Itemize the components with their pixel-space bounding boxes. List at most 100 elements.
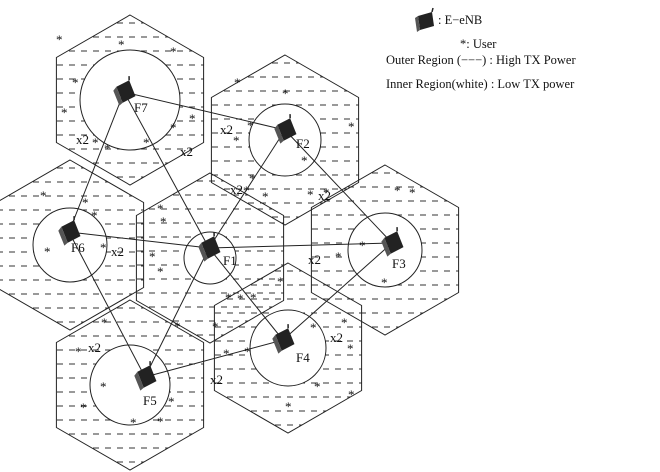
user-symbol: * [233, 133, 240, 148]
user-symbol: * [250, 290, 257, 305]
user-symbol: * [80, 400, 87, 415]
user-symbol: * [323, 185, 330, 200]
user-symbol: * [130, 415, 137, 430]
x2-link-f7-f1 [123, 91, 210, 249]
user-symbol: * [212, 319, 219, 334]
user-symbol: * [160, 214, 167, 229]
user-symbol: * [174, 319, 181, 334]
user-symbol: * [157, 264, 164, 279]
enb-icon [58, 216, 81, 246]
hexagon-f3 [310, 164, 460, 336]
user-symbol: * [170, 44, 177, 59]
user-symbol: * [157, 414, 164, 429]
x2-label: x2 [220, 122, 233, 137]
user-symbol: * [394, 183, 401, 198]
legend-user-label: *: User [460, 37, 497, 51]
user-symbol: * [101, 315, 108, 330]
user-symbol: * [262, 189, 269, 204]
x2-label: x2 [318, 188, 331, 203]
legend-enb-label: : E−eNB [438, 13, 482, 27]
user-symbol: * [40, 188, 47, 203]
x2-link-f6-f1 [68, 231, 210, 249]
user-symbol: * [61, 105, 68, 120]
user-symbol: * [249, 171, 256, 186]
user-symbol: * [170, 120, 177, 135]
user-symbol: * [341, 315, 348, 330]
inner-region-f6 [32, 207, 108, 283]
x2-link-layer [68, 91, 393, 378]
user-layer: ****************************************… [40, 32, 416, 430]
user-symbol: * [243, 183, 250, 198]
x2-label: x2 [330, 330, 343, 345]
x2-link-f1-f3 [208, 242, 393, 249]
inner-region-layer [32, 49, 423, 426]
enb-icon [272, 324, 295, 354]
user-symbol: * [56, 32, 63, 47]
enb-icon [113, 76, 136, 106]
user-symbol: * [335, 249, 342, 264]
legend-inner-region: Inner Region(white) : Low TX power [386, 77, 575, 91]
cell-label-f6: F6 [71, 240, 85, 255]
user-symbol: * [91, 208, 98, 223]
user-symbol: * [301, 153, 308, 168]
x2-link-f4-f3 [282, 242, 393, 341]
hexagon-f4 [213, 262, 363, 434]
enb-layer [58, 76, 404, 391]
user-symbol: * [149, 249, 156, 264]
legend: : E−eNB *: User Outer Region (−−−) : Hig… [386, 7, 576, 91]
x2-link-f2-f3 [284, 129, 393, 244]
hexagon-f1 [135, 172, 285, 344]
x2-label: x2 [88, 340, 101, 355]
user-symbol: * [104, 141, 111, 156]
x2-link-f1-f4 [208, 247, 284, 341]
enb-icon [381, 227, 404, 257]
user-symbol: * [348, 387, 355, 402]
cell-label-f5: F5 [143, 393, 157, 408]
x2-label: x2 [111, 244, 124, 259]
user-symbol: * [285, 399, 292, 414]
enb-icon [134, 361, 157, 391]
user-symbol: * [157, 201, 164, 216]
user-symbol: * [82, 195, 89, 210]
x2-link-f2-f1 [208, 129, 286, 249]
user-symbol: * [92, 135, 99, 150]
user-symbol: * [189, 111, 196, 126]
user-symbol: * [75, 344, 82, 359]
inner-region-f7 [79, 49, 181, 151]
x2-label: x2 [180, 144, 193, 159]
user-symbol: * [409, 185, 416, 200]
user-symbol: * [314, 379, 321, 394]
user-symbol: * [118, 37, 125, 52]
user-symbol: * [72, 75, 79, 90]
user-symbol: * [310, 320, 317, 335]
cell-label-f4: F4 [296, 350, 310, 365]
user-symbol: * [244, 344, 251, 359]
user-symbol: * [347, 341, 354, 356]
x2-label: x2 [76, 132, 89, 147]
user-symbol: * [277, 274, 284, 289]
x2-link-f1-f5 [144, 247, 210, 378]
cell-label-f2: F2 [296, 136, 310, 151]
x2-label: x2 [210, 372, 223, 387]
user-symbol: * [237, 291, 244, 306]
enb-icon [198, 232, 221, 262]
user-symbol: * [348, 119, 355, 134]
cell-label-f3: F3 [392, 256, 406, 271]
hexagon-f7 [55, 14, 205, 186]
user-symbol: * [359, 238, 366, 253]
user-symbol: * [225, 290, 232, 305]
user-symbol: * [282, 86, 289, 101]
user-symbol: * [100, 379, 107, 394]
hexagon-f2 [210, 54, 360, 226]
legend-outer-region: Outer Region (−−−) : High TX Power [386, 53, 576, 67]
hexagon-f6 [0, 159, 145, 331]
enb-icon [274, 114, 297, 144]
x2-link-f7-f6 [68, 91, 125, 233]
cell-label-f1: F1 [223, 253, 237, 268]
user-symbol: * [247, 118, 254, 133]
inner-region-f1 [183, 231, 237, 285]
user-symbol: * [234, 75, 241, 90]
x2-link-f5-f4 [144, 339, 284, 378]
